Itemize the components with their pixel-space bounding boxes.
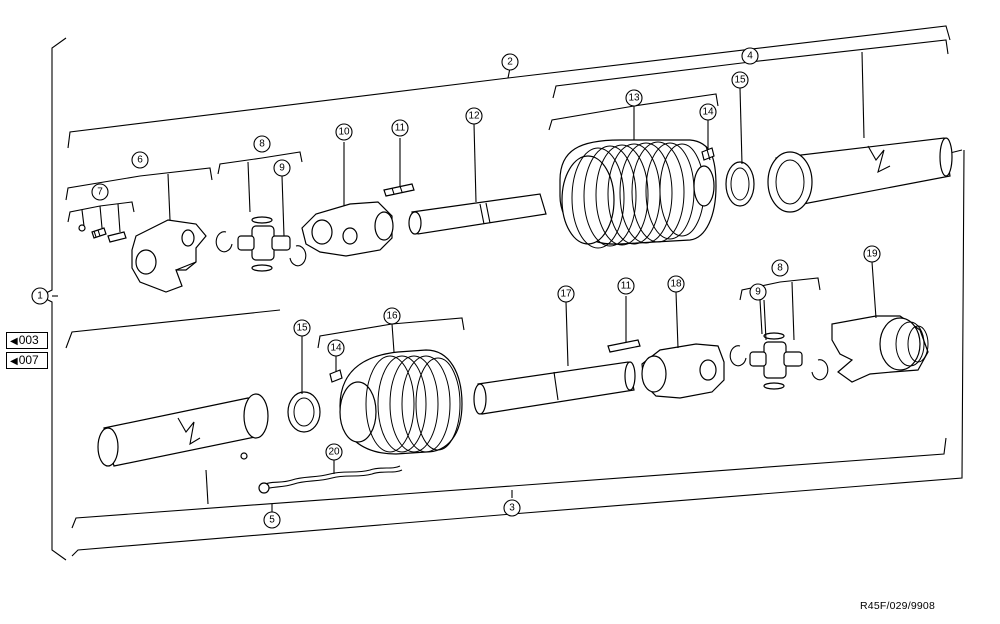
callout-2[interactable]: 2	[501, 53, 519, 71]
callout-8a-label: 8	[259, 139, 265, 150]
part-9-circlips-upper	[215, 231, 307, 267]
callout-17[interactable]: 17	[557, 285, 575, 303]
callout-2-label: 2	[507, 57, 513, 68]
part-16-guard-boot	[339, 349, 463, 455]
callout-10-label: 10	[338, 127, 350, 138]
callout-18[interactable]: 18	[667, 275, 685, 293]
callout-9b-label: 9	[755, 287, 761, 298]
callout-15a[interactable]: 15	[731, 71, 749, 89]
callout-18-label: 18	[670, 279, 682, 290]
callout-8a[interactable]: 8	[253, 135, 271, 153]
bracket-assembly-3	[71, 437, 947, 529]
leader-lines	[52, 87, 877, 498]
callout-15b[interactable]: 15	[293, 319, 311, 337]
callout-11b-label: 11	[621, 281, 632, 292]
part-7-bolts	[78, 224, 127, 243]
callout-11a-label: 11	[395, 123, 406, 134]
callout-3-label: 3	[509, 503, 515, 514]
part-12-inner-tube	[408, 193, 547, 235]
reference-label: 007	[18, 353, 39, 367]
bracket-6	[65, 167, 213, 201]
callout-13-label: 13	[628, 93, 640, 104]
part-4-outer-tube	[767, 137, 953, 213]
callout-9a[interactable]: 9	[273, 159, 291, 177]
part-17-inner-tube	[473, 361, 636, 415]
callout-14a-label: 14	[702, 107, 714, 118]
part-11-pin-upper	[383, 183, 415, 197]
callout-13[interactable]: 13	[625, 89, 643, 107]
callout-12-label: 12	[468, 111, 480, 122]
callout-20-label: 20	[328, 447, 340, 458]
part-19-yoke-end	[831, 315, 929, 383]
callout-5-label: 5	[269, 515, 275, 526]
bracket-8-upper	[217, 151, 303, 175]
part-5-outer-tube	[97, 393, 269, 467]
callout-11b[interactable]: 11	[617, 277, 635, 295]
callout-8b[interactable]: 8	[771, 259, 789, 277]
part-14-screw-upper	[701, 145, 715, 161]
bracket-assembly-2	[67, 25, 951, 149]
callout-19-label: 19	[866, 249, 878, 260]
back-arrow-icon: ◀	[10, 336, 18, 347]
back-arrow-icon: ◀	[10, 356, 18, 367]
callout-1[interactable]: 1	[31, 287, 49, 305]
callout-16-label: 16	[386, 311, 398, 322]
callout-7-label: 7	[97, 187, 103, 198]
callout-4-label: 4	[747, 51, 753, 62]
callout-14a[interactable]: 14	[699, 103, 717, 121]
callout-15b-label: 15	[296, 323, 308, 334]
drawing-code: R45F/029/9908	[860, 600, 935, 612]
part-9-circlips-lower	[729, 345, 829, 381]
part-15-bearing-ring-upper	[725, 161, 755, 207]
reference-label: 003	[18, 333, 39, 347]
callout-17-label: 17	[560, 289, 572, 300]
callout-8b-label: 8	[777, 263, 783, 274]
part-11-pin-lower	[607, 339, 641, 353]
reference-link-003[interactable]: ◀003	[6, 332, 48, 349]
callout-16[interactable]: 16	[383, 307, 401, 325]
callout-3[interactable]: 3	[503, 499, 521, 517]
part-10-yoke	[301, 201, 394, 257]
callout-1-label: 1	[37, 291, 43, 302]
part-15-bearing-ring-lower	[287, 391, 321, 433]
part-13-guard-boot	[559, 139, 717, 249]
callout-12[interactable]: 12	[465, 107, 483, 125]
callout-10[interactable]: 10	[335, 123, 353, 141]
bracket-8-lower	[739, 277, 821, 301]
callout-9b[interactable]: 9	[749, 283, 767, 301]
callout-14b-label: 14	[330, 343, 342, 354]
reference-link-007[interactable]: ◀007	[6, 352, 48, 369]
part-8-cross-lower	[749, 332, 803, 390]
part-6-yoke	[131, 219, 207, 293]
callout-19[interactable]: 19	[863, 245, 881, 263]
callout-7[interactable]: 7	[91, 183, 109, 201]
callout-9a-label: 9	[279, 163, 285, 174]
part-18-yoke	[641, 343, 725, 399]
callout-5[interactable]: 5	[263, 511, 281, 529]
callout-6[interactable]: 6	[131, 151, 149, 169]
part-20-chain	[258, 465, 403, 494]
callout-15a-label: 15	[734, 75, 746, 86]
callout-6-label: 6	[137, 155, 143, 166]
callout-20[interactable]: 20	[325, 443, 343, 461]
part-14-screw-lower	[329, 369, 343, 383]
callout-14b[interactable]: 14	[327, 339, 345, 357]
callout-4[interactable]: 4	[741, 47, 759, 65]
part-8-cross-upper	[237, 216, 291, 272]
callout-11a[interactable]: 11	[391, 119, 409, 137]
